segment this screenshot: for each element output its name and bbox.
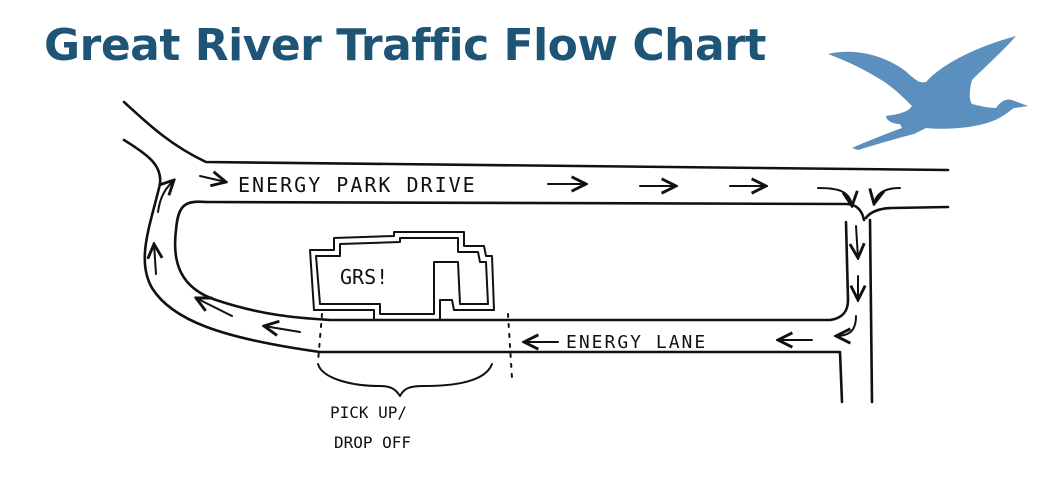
pickup-brace	[317, 363, 493, 397]
flow-arrows	[154, 176, 901, 342]
arrow-icon	[817, 187, 852, 206]
street-label-energy-lane: ENERGY LANE	[566, 332, 707, 353]
heron-logo-icon	[828, 36, 1028, 150]
road-east-edge	[864, 205, 950, 220]
arrow-icon	[874, 187, 901, 204]
road-network	[122, 100, 950, 404]
building-outline: GRS!	[309, 231, 495, 321]
connector-outer-curve	[122, 138, 844, 404]
zone-label-line2: DROP OFF	[334, 433, 411, 452]
arrow-icon	[836, 315, 857, 336]
street-label-energy-park-drive: ENERGY PARK DRIVE	[238, 173, 477, 197]
arrow-icon	[157, 180, 174, 213]
zone-label-line1: PICK UP/	[330, 403, 407, 422]
building-inner	[315, 237, 489, 315]
zone-boundary-right	[507, 313, 513, 379]
building-outer	[309, 231, 495, 321]
energy-park-drive-south-edge	[204, 200, 866, 222]
road-outer-edge	[122, 100, 950, 172]
arrow-icon	[199, 176, 226, 182]
arrow-icon	[856, 225, 858, 258]
zone-boundary-left	[317, 313, 323, 363]
arrow-icon	[154, 244, 156, 275]
arrow-icon	[264, 326, 301, 332]
arrow-icon	[196, 298, 233, 317]
page-title: Great River Traffic Flow Chart	[44, 20, 766, 71]
connector-inner-curve	[173, 200, 850, 322]
building-label: GRS!	[340, 265, 388, 289]
side-road-right	[844, 218, 874, 404]
